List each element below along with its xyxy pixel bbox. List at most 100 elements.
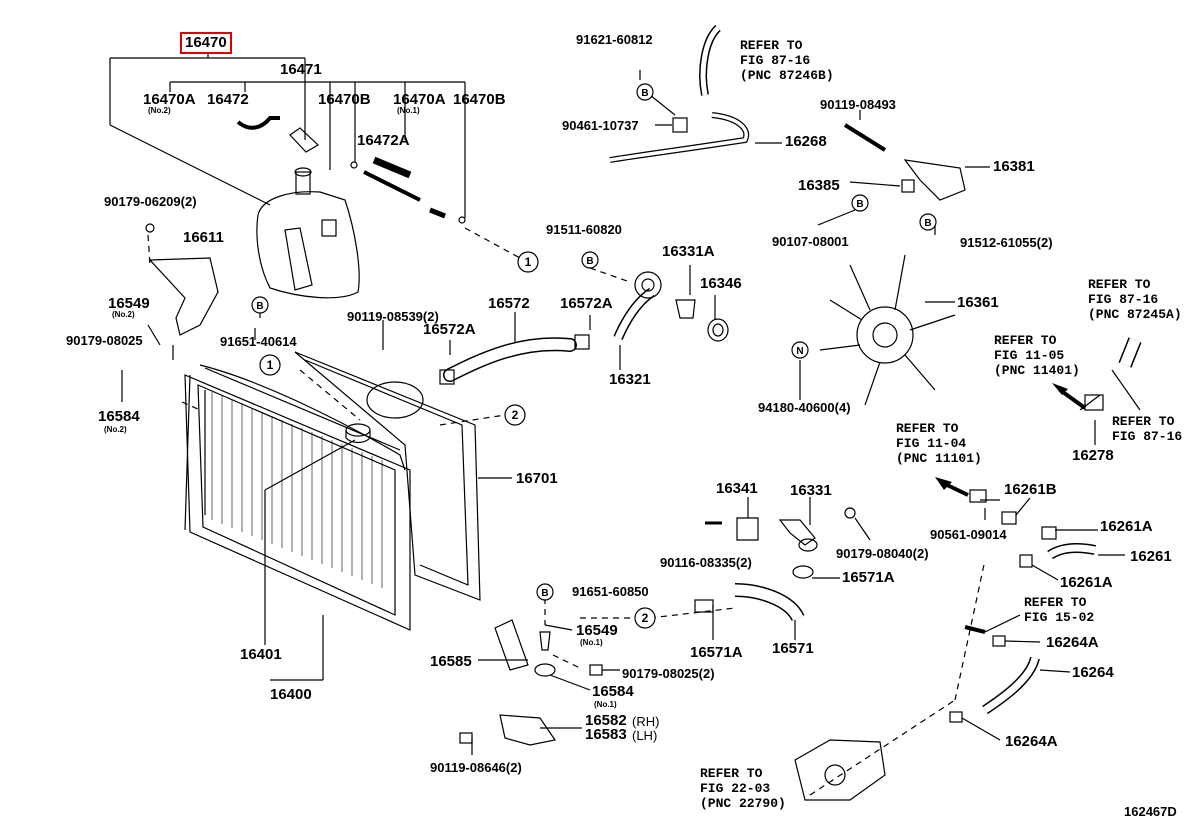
- bolt-symbol: B: [924, 218, 931, 229]
- hardware-label[interactable]: 91651-60850: [572, 584, 649, 599]
- part-label[interactable]: 16261A: [1060, 574, 1113, 591]
- circle-ref-1: 1: [525, 255, 532, 269]
- refer-line: FIG 11-04: [896, 436, 967, 451]
- refer-line: (PNC 22790): [700, 796, 786, 811]
- refer-note[interactable]: REFER TO FIG 11-05 (PNC 11401): [994, 333, 1080, 378]
- refer-line: (PNC 11101): [896, 451, 982, 466]
- part-label[interactable]: 16401: [240, 646, 282, 663]
- hardware-label[interactable]: 90179-08040(2): [836, 546, 929, 561]
- hardware-label[interactable]: 91651-40614: [220, 334, 297, 349]
- hardware-label[interactable]: 90179-08025: [66, 333, 143, 348]
- refer-line: FIG 22-03: [700, 781, 771, 796]
- part-label[interactable]: 16341: [716, 480, 758, 497]
- refer-note[interactable]: REFER TO FIG 11-04 (PNC 11101): [896, 421, 982, 466]
- hardware-label[interactable]: 90561-09014: [930, 527, 1007, 542]
- part-label[interactable]: 16331: [790, 482, 832, 499]
- part-label[interactable]: 16400: [270, 686, 312, 703]
- part-label[interactable]: 16470A: [143, 91, 196, 108]
- hardware-label[interactable]: 90179-06209(2): [104, 194, 197, 209]
- part-label[interactable]: 16385: [798, 177, 840, 194]
- circle-ref-2: 2: [512, 408, 519, 422]
- part-label[interactable]: 16582: [585, 712, 627, 729]
- refer-line: REFER TO: [1088, 277, 1151, 292]
- part-label[interactable]: 16381: [993, 158, 1035, 175]
- bolt-symbol: B: [586, 256, 593, 267]
- part-label[interactable]: 16321: [609, 371, 651, 388]
- part-label[interactable]: 16346: [700, 275, 742, 292]
- part-label[interactable]: 16471: [280, 61, 322, 78]
- part-label[interactable]: 16572A: [560, 295, 613, 312]
- part-label[interactable]: 16278: [1072, 447, 1114, 464]
- refer-note[interactable]: REFER TO FIG 22-03 (PNC 22790): [700, 766, 786, 811]
- hardware-label[interactable]: 90119-08646(2): [430, 760, 522, 775]
- hardware-label[interactable]: 90119-08493: [820, 97, 896, 112]
- part-label[interactable]: 16470B: [318, 91, 371, 108]
- nut-symbol: N: [796, 346, 803, 357]
- refer-line: (PNC 87246B): [740, 68, 834, 83]
- refer-note[interactable]: REFER TO FIG 87-16 (PNC 87246B): [740, 38, 834, 83]
- refer-note[interactable]: REFER TO FIG 87-16 (PNC 87245A): [1088, 277, 1182, 322]
- hardware-label[interactable]: 90461-10737: [562, 118, 639, 133]
- side-note: (LH): [632, 728, 658, 743]
- diagram-code: 162467D: [1124, 804, 1177, 819]
- hardware-label[interactable]: 90179-08025(2): [622, 666, 715, 681]
- part-label[interactable]: 16264: [1072, 664, 1114, 681]
- refer-line: REFER TO: [994, 333, 1057, 348]
- part-label[interactable]: 16264A: [1005, 733, 1058, 750]
- hardware-label[interactable]: 91512-61055(2): [960, 235, 1053, 250]
- part-label[interactable]: 16611: [183, 229, 224, 246]
- refer-line: (PNC 87245A): [1088, 307, 1182, 322]
- refer-line: REFER TO: [740, 38, 803, 53]
- bolt-symbol: B: [541, 588, 548, 599]
- part-label[interactable]: 16549: [576, 622, 618, 639]
- part-label[interactable]: 16331A: [662, 243, 715, 260]
- refer-line: REFER TO: [1024, 595, 1087, 610]
- hardware-label[interactable]: 90107-08001: [772, 234, 849, 249]
- refer-line: FIG 87-16: [740, 53, 811, 68]
- part-label[interactable]: 16571A: [842, 569, 895, 586]
- part-label[interactable]: 16583: [585, 726, 627, 743]
- part-label[interactable]: 16584: [592, 683, 634, 700]
- hardware-label[interactable]: 90119-08539(2): [347, 309, 439, 324]
- hardware-label[interactable]: 91511-60820: [546, 222, 622, 237]
- circle-ref-2: 2: [642, 611, 649, 625]
- refer-note[interactable]: REFER TO FIG 87-16: [1112, 414, 1182, 444]
- part-label[interactable]: 16264A: [1046, 634, 1099, 651]
- part-label[interactable]: 16261: [1130, 548, 1172, 565]
- part-note: (No.2): [148, 106, 171, 115]
- part-label[interactable]: 16549: [108, 295, 150, 312]
- hardware-label[interactable]: 91621-60812: [576, 32, 653, 47]
- part-label[interactable]: 16585: [430, 653, 472, 670]
- refer-note[interactable]: REFER TO FIG 15-02: [1024, 595, 1094, 625]
- part-label[interactable]: 16470B: [453, 91, 506, 108]
- part-label[interactable]: 16584: [98, 408, 140, 425]
- hardware-label[interactable]: 90116-08335(2): [660, 555, 752, 570]
- part-note: (No.1): [580, 638, 603, 647]
- part-label[interactable]: 16572: [488, 295, 530, 312]
- part-label[interactable]: 16268: [785, 133, 827, 150]
- part-label[interactable]: 16472A: [357, 132, 410, 149]
- part-label[interactable]: 16261B: [1004, 481, 1057, 498]
- part-label[interactable]: 16701: [516, 470, 558, 487]
- refer-line: REFER TO: [896, 421, 959, 436]
- part-note: (No.1): [594, 700, 617, 709]
- part-label-highlighted[interactable]: 16470: [180, 32, 232, 54]
- part-label[interactable]: 16261A: [1100, 518, 1153, 535]
- refer-line: FIG 87-16: [1088, 292, 1159, 307]
- hardware-label[interactable]: 94180-40600(4): [758, 400, 851, 415]
- part-label[interactable]: 16571A: [690, 644, 743, 661]
- part-label[interactable]: 16361: [957, 294, 999, 311]
- refer-line: FIG 15-02: [1024, 610, 1095, 625]
- part-note: (No.1): [397, 106, 420, 115]
- refer-line: REFER TO: [1112, 414, 1175, 429]
- refer-line: REFER TO: [700, 766, 763, 781]
- part-label[interactable]: 16470A: [393, 91, 446, 108]
- part-label[interactable]: 16472: [207, 91, 249, 108]
- part-label[interactable]: 16572A: [423, 321, 476, 338]
- bolt-symbol: B: [641, 88, 648, 99]
- bolt-symbol: B: [856, 199, 863, 210]
- part-label[interactable]: 16571: [772, 640, 814, 657]
- part-note: (No.2): [104, 425, 127, 434]
